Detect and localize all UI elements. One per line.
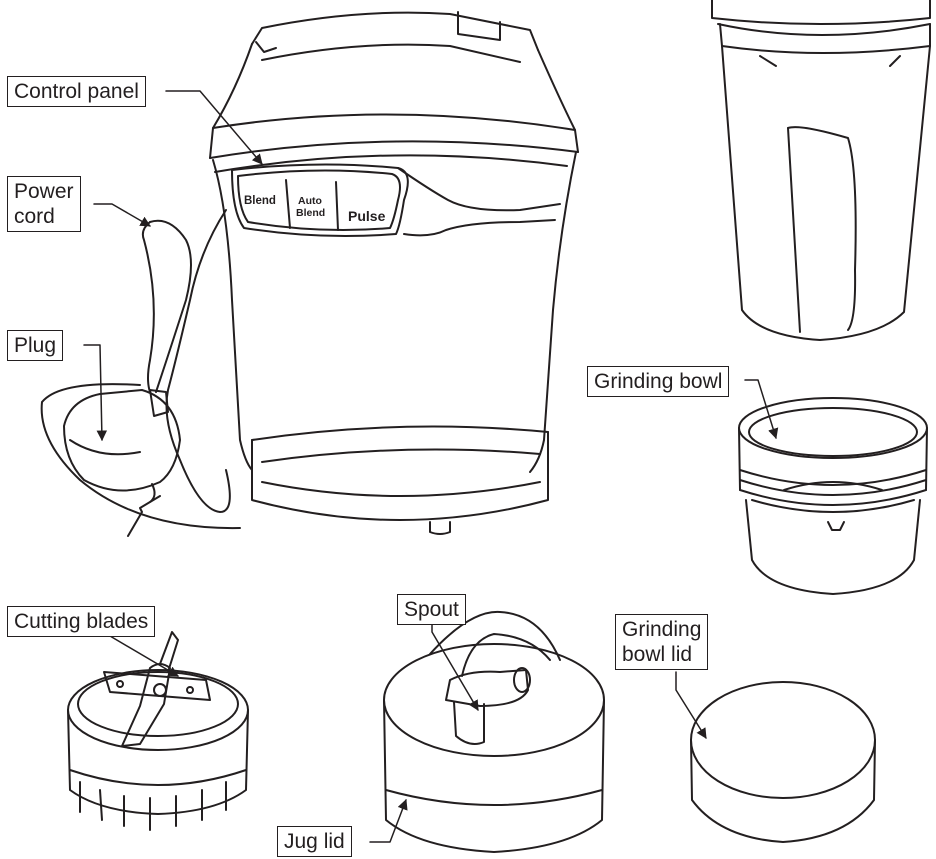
grinding-bowl-label: Grinding bowl [587, 366, 729, 397]
plug-label-text: Plug [14, 333, 56, 358]
power-cord-label: Power cord [7, 176, 81, 232]
grinding-bowl-lid-leader [676, 672, 706, 738]
control-panel-label-text: Control panel [14, 79, 139, 104]
plug-leader [84, 345, 102, 440]
pulse-button-label: Pulse [348, 208, 386, 224]
power-cord-leader [94, 204, 150, 226]
spout-label: Spout [397, 594, 466, 625]
auto-blend-button-label-line2: Blend [296, 207, 325, 219]
cutting-blades-label: Cutting blades [7, 606, 155, 637]
control-panel-illustration [232, 164, 560, 236]
control-panel-label: Control panel [7, 76, 146, 107]
grinding-bowl-lid-illustration [691, 682, 875, 842]
jug-lid-illustration [384, 612, 604, 852]
blender-jug [712, 0, 930, 340]
leader-lines [84, 91, 776, 842]
grinding-bowl-lid-label-line1: Grinding [622, 617, 701, 642]
spout-leader [432, 622, 478, 710]
power-cord-label-line2: cord [14, 204, 74, 229]
blend-button-label: Blend [244, 195, 276, 207]
power-cord-label-line1: Power [14, 179, 74, 204]
plug-illustration [64, 390, 180, 536]
power-cord-illustration [42, 210, 240, 528]
jug-lid-label-text: Jug lid [284, 829, 345, 854]
jug-lid-label: Jug lid [277, 826, 352, 857]
grinding-bowl-lid-label-line2: bowl lid [622, 642, 701, 667]
cutting-blades-label-text: Cutting blades [14, 609, 148, 634]
auto-blend-button-label-line1: Auto [298, 195, 322, 207]
plug-label: Plug [7, 330, 63, 361]
grinding-bowl-lid-label: Grinding bowl lid [615, 614, 708, 670]
spout-label-text: Spout [404, 597, 459, 622]
motor-base [210, 12, 578, 534]
cutting-blades-illustration [68, 632, 248, 830]
grinding-bowl-label-text: Grinding bowl [594, 369, 722, 394]
grinding-bowl-illustration [739, 398, 927, 594]
